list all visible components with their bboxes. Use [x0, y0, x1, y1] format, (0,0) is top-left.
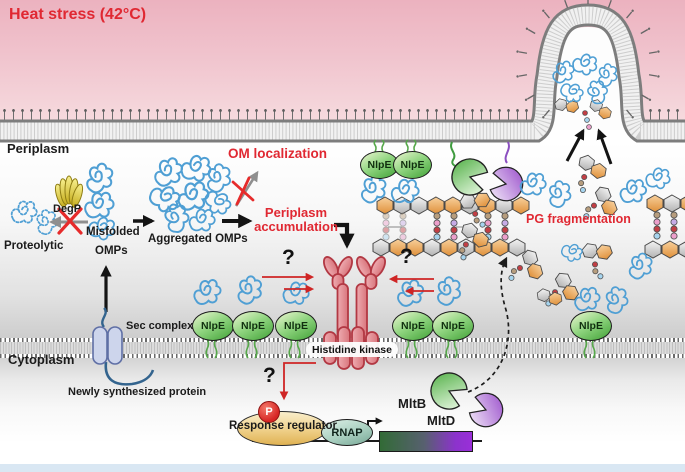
nlpe-protein: NlpE: [275, 311, 317, 341]
nlpe-label: NlpE: [241, 320, 265, 332]
nlpe-label: NlpE: [367, 159, 392, 171]
nlpe-protein: NlpE: [432, 311, 474, 341]
peptidoglycan-mesh: [372, 194, 685, 259]
mlt-gene: [379, 431, 473, 452]
mltd-enzyme-cytoplasm: [466, 388, 509, 433]
dashed-arrow-enzymes-to-periplasm: [467, 256, 510, 393]
lps-fuzz-right: [646, 109, 685, 120]
periplasm-accumulation-line1: Periplasm: [264, 205, 328, 220]
rnap-protein: RNAP: [321, 419, 373, 446]
pg-fragments: [455, 95, 624, 317]
red-x-om-localization: [231, 176, 255, 206]
heat-stress-title: Heat stress (42°C): [9, 6, 147, 23]
proteolytic-label: Proteolytic: [4, 240, 64, 252]
degp-protease: [54, 175, 84, 208]
nlpe-protein-om: NlpE: [360, 151, 399, 179]
periplasm-label: Periplasm: [7, 141, 70, 156]
periplasm-accumulation-line2: accumulation: [254, 219, 338, 235]
lytic-transglycosylases-periplasm: [447, 141, 526, 204]
question-mark: ?: [282, 246, 295, 269]
nlpe-label: NlpE: [284, 320, 308, 332]
cytoplasm-region: [0, 358, 685, 464]
nlpe-label: NlpE: [400, 159, 425, 171]
arrow-accumulation-to-kinase: [334, 222, 355, 249]
nlpe-protein: NlpE: [392, 311, 434, 341]
misfolded-label-line1: Misfolded: [86, 226, 140, 238]
sec-complex-label: Sec complex: [126, 320, 194, 332]
question-mark: ?: [400, 245, 413, 268]
histidine-kinase-label: Histidine kinase: [312, 343, 392, 356]
degp-label: DegP: [53, 203, 82, 215]
nlpe-protein: NlpE: [232, 311, 274, 341]
sec-complex: [92, 307, 155, 386]
question-mark: ?: [263, 364, 276, 387]
nlpe-protein: NlpE: [570, 311, 612, 341]
cytoplasm-label: Cytoplasm: [8, 352, 75, 367]
mltd-label: MltD: [427, 413, 456, 428]
arrow-into-vesicle-left: [565, 128, 585, 162]
arrow-into-vesicle-right: [596, 128, 613, 165]
mltb-enzyme-periplasm: [447, 154, 491, 200]
newly-synthesized-label: Newly synthesized protein: [68, 386, 207, 398]
rnap-label: RNAP: [331, 426, 363, 439]
nlpe-label: NlpE: [401, 320, 425, 332]
lps-fuzz-left: [0, 109, 533, 120]
nlpe-label: NlpE: [579, 320, 603, 332]
mltb-label: MltB: [398, 396, 427, 411]
aggregated-omps-label: Aggregated OMPs: [148, 233, 248, 245]
newly-synthesized-protein-chain: [104, 361, 155, 386]
response-regulator-protein: [237, 411, 327, 446]
nlpe-label: NlpE: [441, 320, 465, 332]
phosphate-label: P: [265, 406, 273, 418]
nlpe-lipid-tails: [205, 139, 596, 359]
histidine-kinase-tag: Histidine kinase: [306, 342, 398, 357]
red-x-proteolysis: [57, 207, 83, 235]
om-localization-label: OM localization: [228, 146, 328, 161]
response-regulator-label: Response regulator: [229, 420, 337, 432]
mltb-enzyme-cytoplasm: [424, 366, 472, 415]
periplasm-accumulation-label: Periplasm accumulation: [248, 205, 344, 235]
pg-fragmentation-label: PG fragmentation: [526, 212, 631, 226]
nlpe-protein: NlpE: [192, 311, 234, 341]
nlpe-label: NlpE: [201, 320, 225, 332]
misfolded-label-line2: OMPs: [95, 245, 128, 257]
page-edge-strip: [0, 464, 685, 472]
red-arrow-kinase-to-regulator: [279, 362, 316, 401]
phosphate-badge: P: [258, 401, 280, 423]
nlpe-protein-om: NlpE: [393, 151, 432, 179]
